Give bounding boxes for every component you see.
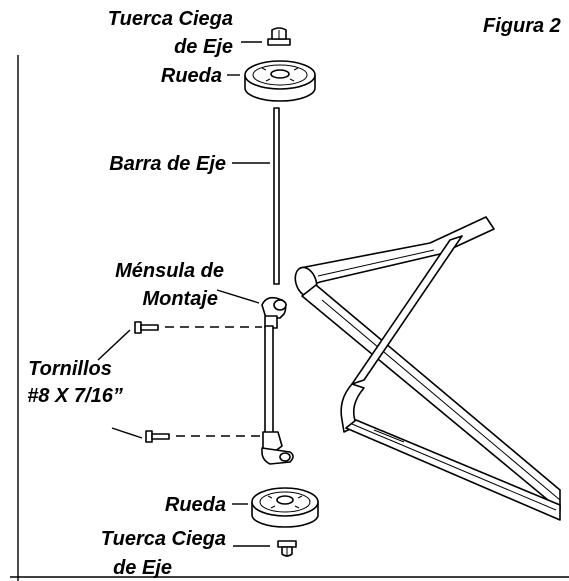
top-wheel-label: Rueda — [161, 65, 222, 87]
screws-leader-bottom — [111, 427, 143, 439]
bracket-label-line1: Ménsula de — [115, 260, 224, 282]
bottom-cap-nut — [277, 540, 297, 557]
bracket-label-line2: Montaje — [142, 288, 218, 310]
axle-bar-label: Barra de Eje — [109, 153, 226, 175]
bottom-wheel — [251, 487, 319, 528]
top-wheel — [244, 60, 316, 102]
axle-bar — [273, 107, 280, 285]
top-screw — [134, 321, 159, 334]
bottom-screw — [145, 430, 170, 443]
top-cap-nut-label-line2: de Eje — [174, 36, 233, 58]
figure-title-text: Figura 2 — [483, 15, 561, 37]
screws-leader-top — [97, 329, 131, 361]
mounting-bracket — [261, 296, 294, 465]
top-cap-nut-label-line1: Tuerca Ciega — [108, 8, 233, 30]
top-cap-nut — [267, 27, 291, 46]
bottom-cap-nut-label-line2: de Eje — [113, 557, 172, 579]
bracket-leader — [216, 289, 260, 304]
stroller-frame — [294, 216, 561, 521]
screws-label-line2: #8 X 7/16” — [27, 385, 123, 407]
bottom-wheel-label: Rueda — [165, 494, 226, 516]
bottom-cap-nut-label-line1: Tuerca Ciega — [101, 528, 226, 550]
screws-label-line1: Tornillos — [28, 358, 112, 380]
